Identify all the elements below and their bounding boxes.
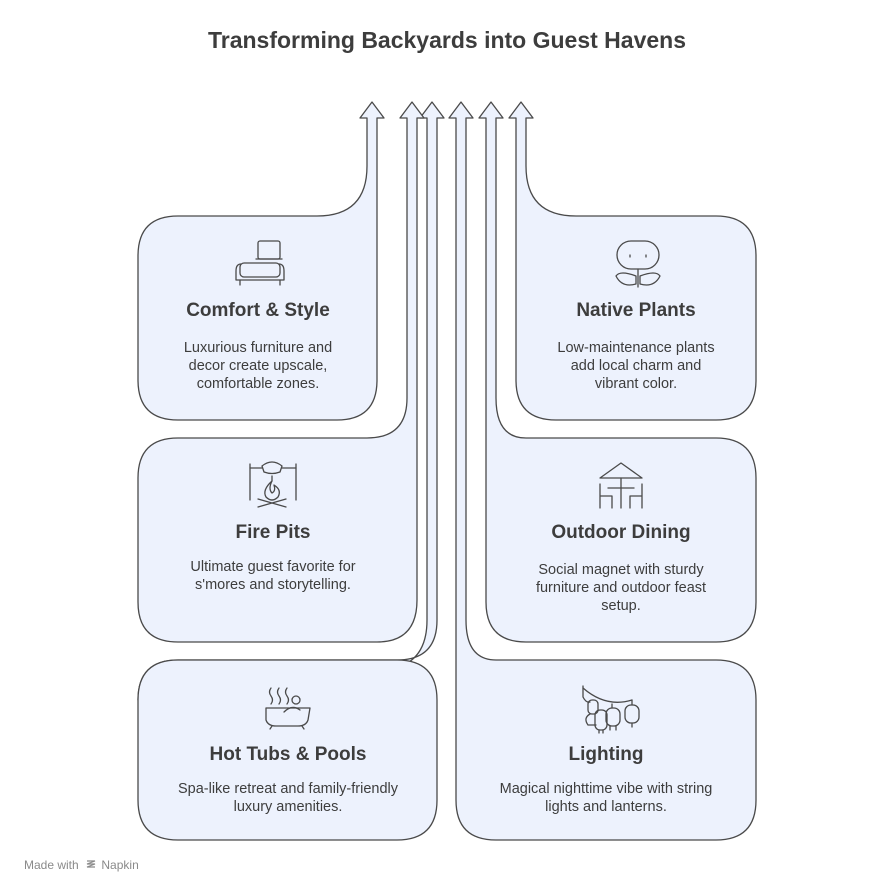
footer-credit[interactable]: Made with Napkin	[24, 858, 139, 872]
card-title-comfort: Comfort & Style	[186, 300, 330, 321]
card-desc-dining: Social magnet with sturdy furniture and …	[486, 561, 756, 615]
desc-line: Social magnet with sturdy	[538, 562, 704, 578]
desc-line: vibrant color.	[594, 376, 678, 392]
card-desc-plants: Low-maintenance plants add local charm a…	[516, 339, 756, 393]
card-desc-comfort: Luxurious furniture and decor create ups…	[138, 339, 378, 393]
card-title-plants: Native Plants	[576, 300, 696, 321]
desc-line: lights and lanterns.	[545, 799, 667, 815]
card-desc-firepits: Ultimate guest favorite for s'mores and …	[138, 558, 408, 594]
desc-line: setup.	[601, 598, 641, 614]
desc-line: comfortable zones.	[196, 376, 320, 392]
string-lanterns-icon	[582, 685, 640, 734]
desc-line: s'mores and storytelling.	[195, 577, 351, 593]
desc-line: add local charm and	[570, 358, 702, 374]
desc-line: luxury amenities.	[233, 799, 343, 815]
page-title: Transforming Backyards into Guest Havens	[207, 27, 687, 53]
desc-line: furniture and outdoor feast	[535, 580, 707, 596]
desc-line: Ultimate guest favorite for	[190, 559, 356, 575]
card-title-hottubs: Hot Tubs & Pools	[209, 744, 367, 765]
card-title-firepits: Fire Pits	[235, 522, 311, 543]
sofa-armchair-icon	[235, 240, 285, 286]
footer-brand: Napkin	[101, 858, 139, 872]
card-lighting	[448, 101, 757, 841]
desc-line: Spa-like retreat and family-friendly	[177, 781, 398, 797]
card-fire-pits	[137, 101, 425, 643]
hot-tub-icon	[265, 687, 311, 730]
desc-line: decor create upscale,	[188, 358, 328, 374]
potted-plant-icon	[615, 240, 661, 288]
card-hot-tubs	[137, 659, 438, 841]
desc-line: Magical nighttime vibe with string	[499, 781, 713, 797]
card-title-lighting: Lighting	[568, 744, 644, 765]
desc-line: Luxurious furniture and	[183, 340, 333, 356]
footer-made-with: Made with	[24, 858, 79, 872]
patio-umbrella-table-icon	[599, 462, 643, 509]
card-native-plants	[508, 101, 757, 421]
card-desc-hottubs: Spa-like retreat and family-friendly lux…	[138, 780, 438, 816]
campfire-icon	[249, 461, 297, 508]
card-comfort-style	[137, 101, 385, 421]
card-title-dining: Outdoor Dining	[551, 522, 691, 543]
napkin-logo-icon	[86, 860, 96, 868]
card-desc-lighting: Magical nighttime vibe with string light…	[456, 780, 756, 816]
card-outdoor-dining	[478, 101, 757, 643]
desc-line: Low-maintenance plants	[557, 340, 715, 356]
